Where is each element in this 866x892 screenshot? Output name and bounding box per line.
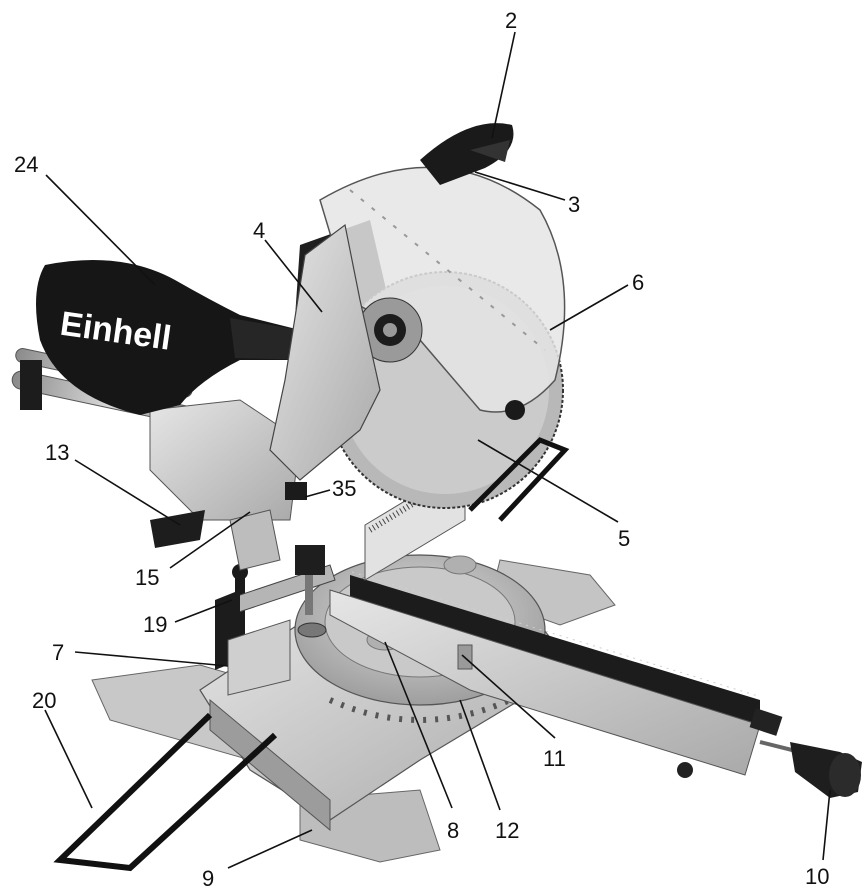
- label-24: 24: [14, 152, 38, 177]
- label-10: 10: [805, 864, 829, 889]
- label-3: 3: [568, 192, 580, 217]
- label-19: 19: [143, 612, 167, 637]
- carry-handle: [53, 437, 570, 872]
- label-13: 13: [45, 440, 69, 465]
- dust-bag: Einhell: [36, 260, 305, 415]
- label-20: 20: [32, 688, 56, 713]
- label-8: 8: [447, 818, 459, 843]
- label-6: 6: [632, 270, 644, 295]
- label-4: 4: [253, 218, 265, 243]
- callout-labels: 2 3 24 4 6 13 35 5 15 19 7 20 11 12 8 9 …: [14, 8, 829, 891]
- label-12: 12: [495, 818, 519, 843]
- leader-lines: [44, 31, 831, 869]
- workpiece-clamp: [215, 545, 336, 696]
- label-5: 5: [618, 526, 630, 551]
- extension-arm: [329, 571, 783, 776]
- label-35: 35: [332, 476, 356, 501]
- label-2: 2: [505, 8, 517, 33]
- handle: [420, 123, 514, 185]
- adjustment-knob: [677, 740, 862, 798]
- saw-head: [269, 123, 566, 509]
- label-7: 7: [52, 640, 64, 665]
- label-11: 11: [543, 746, 566, 771]
- label-9: 9: [202, 866, 214, 891]
- label-15: 15: [135, 565, 159, 590]
